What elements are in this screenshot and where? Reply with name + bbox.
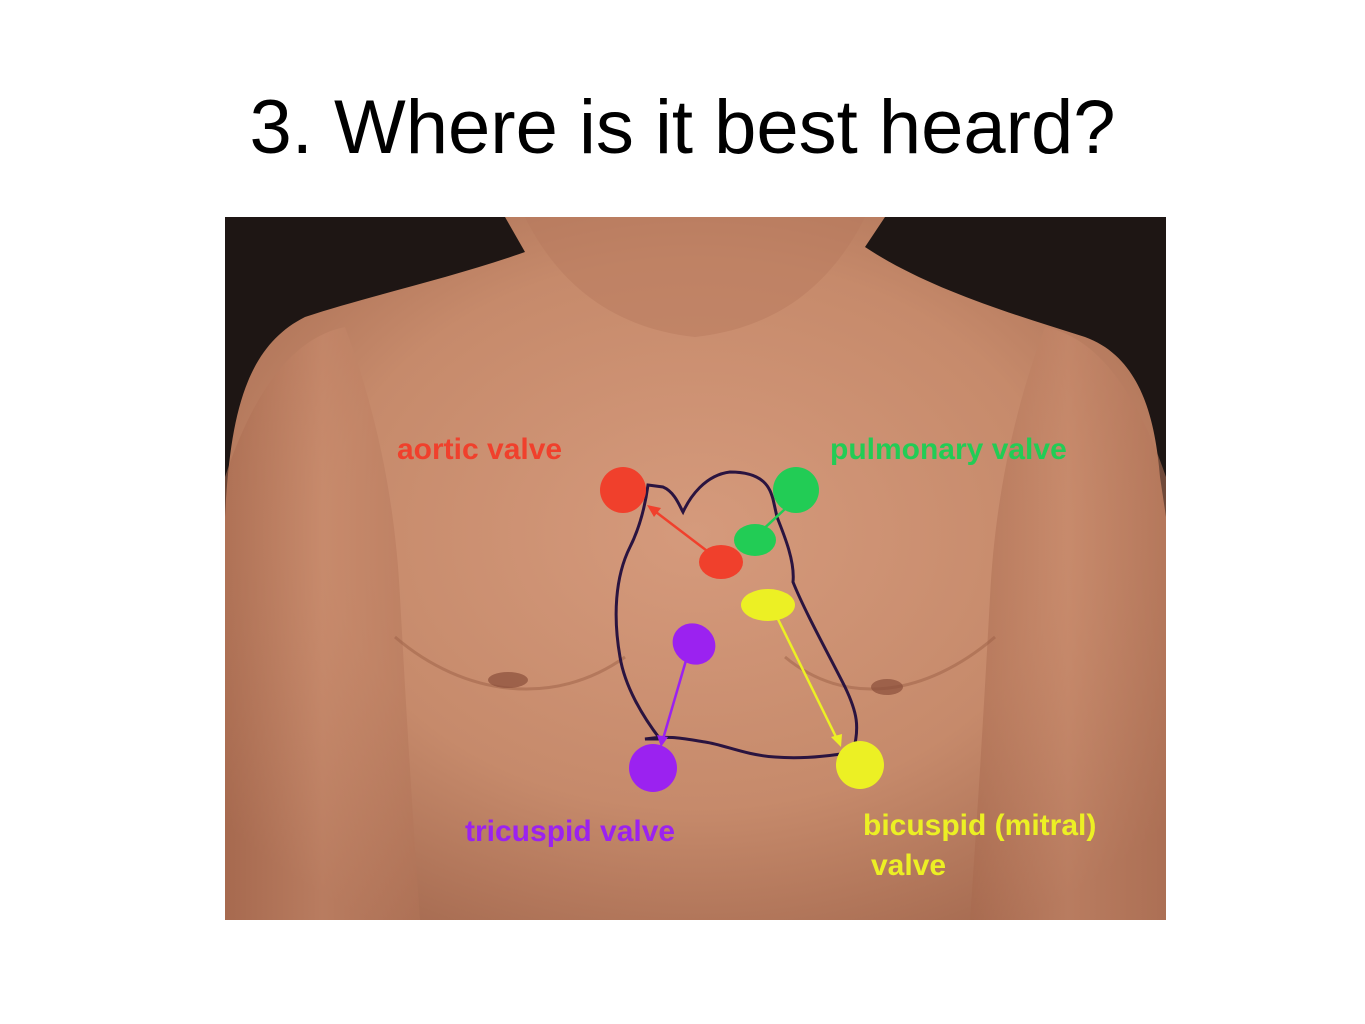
aortic-valve-source [699, 545, 743, 579]
aortic-valve-label: aortic valve [397, 433, 562, 466]
pulmonary-valve-label: pulmonary valve [830, 433, 1067, 466]
mitral-listening-point [836, 741, 884, 789]
mitral-valve-source [741, 589, 795, 621]
mitral-arrow [771, 608, 839, 740]
tricuspid-listening-point [629, 744, 677, 792]
tricuspid-valve-source [672, 623, 716, 665]
left-arm [225, 327, 420, 920]
chest-illustration: aortic valve pulmonary valve tricuspid v… [225, 217, 1166, 920]
pulmonary-listening-point [773, 467, 819, 513]
tricuspid-arrowhead [657, 735, 668, 747]
neck [525, 217, 865, 337]
mitral-valve-label-line2: valve [871, 849, 946, 882]
mitral-arrowhead [831, 734, 842, 747]
right-arm [970, 327, 1166, 920]
mitral-valve-label-line1: bicuspid (mitral) [863, 809, 1096, 842]
aortic-arrowhead [647, 505, 661, 517]
pulmonary-valve-source [734, 524, 776, 556]
aortic-listening-point [600, 467, 646, 513]
right-nipple [871, 679, 903, 695]
torso-skin [225, 217, 1166, 920]
pectoral-contour-left [394, 635, 626, 691]
slide-title: 3. Where is it best heard? [249, 85, 1116, 170]
tricuspid-valve-label: tricuspid valve [465, 815, 675, 848]
aortic-arrow [651, 508, 716, 558]
tricuspid-arrow [661, 656, 689, 740]
chest-auscultation-figure: aortic valve pulmonary valve tricuspid v… [225, 217, 1166, 920]
left-nipple [488, 672, 528, 688]
